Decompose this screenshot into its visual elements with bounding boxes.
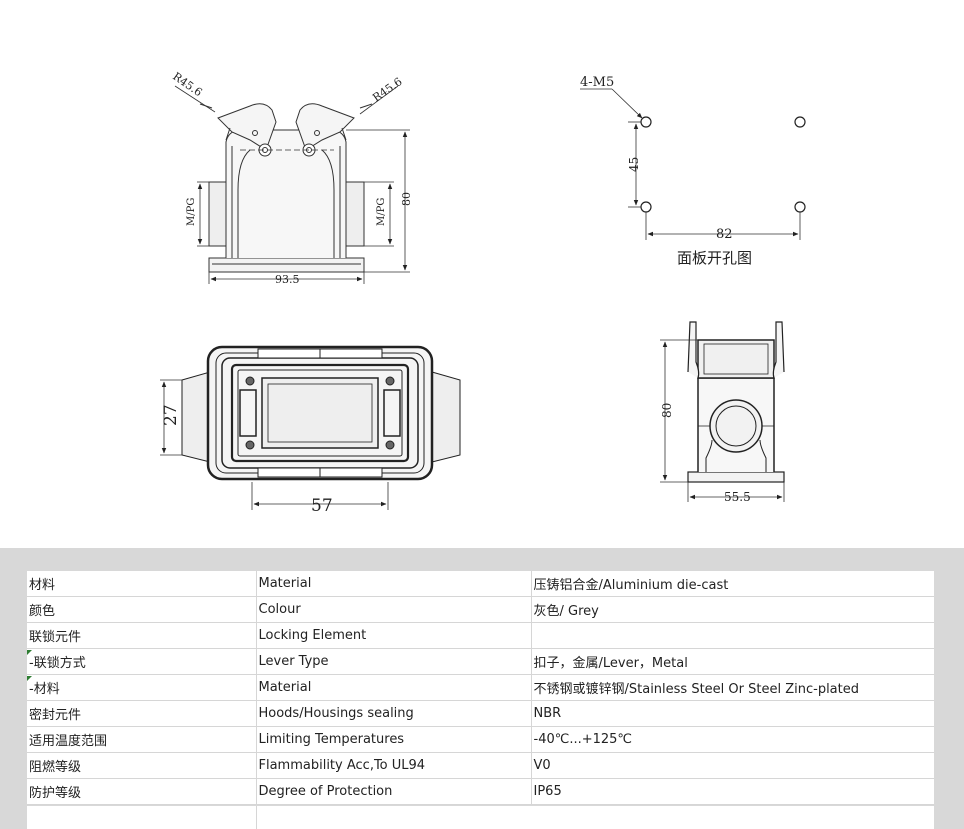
spec-value (531, 622, 934, 649)
side-height-label: 80 (660, 403, 674, 418)
panel-cutout-caption: 面板开孔图 (677, 249, 752, 267)
spec-label-cn: 密封元件 (27, 700, 257, 727)
spec-label-en: Flammability Acc,To UL94 (256, 752, 532, 779)
spec-value: -40℃...+125℃ (531, 726, 934, 753)
spec-label-en: Hoods/Housings sealing (256, 700, 532, 727)
front-view-dimensions (174, 85, 410, 284)
top-height-label: 27 (161, 404, 181, 426)
top-view (181, 345, 461, 481)
spec-value: V0 (531, 752, 934, 779)
spec-label-cn: 适用温度范围 (27, 726, 257, 753)
spec-label-cn: -联锁方式 (27, 648, 257, 675)
front-thread-left-label: M/PG (186, 198, 197, 226)
front-thread-right-label: M/PG (376, 198, 387, 226)
front-radius-left-label: R45.6 (170, 70, 204, 99)
front-height-label: 80 (400, 192, 413, 206)
spec-label-en: Colour (256, 596, 532, 623)
panel-horizontal-spacing-label: 82 (716, 227, 733, 242)
panel-cutout-dimensions (580, 88, 801, 240)
spec-label-cn: 防护等级 (27, 778, 257, 805)
spec-value: 灰色/ Grey (531, 596, 934, 623)
spec-label-cn: 颜色 (27, 596, 257, 623)
panel-vertical-spacing-label: 45 (627, 157, 641, 172)
side-view (687, 321, 785, 483)
spec-value: 不锈钢或镀锌钢/Stainless Steel Or Steel Zinc-pl… (531, 674, 934, 701)
spec-label-en: Locking Element (256, 622, 532, 649)
spec-label-cn: 阻燃等级 (27, 752, 257, 779)
spec-value: 扣子，金属/Lever，Metal (531, 648, 934, 675)
spec-label-en: Limiting Temperatures (256, 726, 532, 753)
spec-table-tail (27, 806, 934, 829)
spec-label-cn: 材料 (27, 571, 257, 597)
spec-label-cn: -材料 (27, 674, 257, 701)
spec-label-en: Degree of Protection (256, 778, 532, 805)
technical-drawing: R45.6 R45.6 M/PG M/PG 80 93.5 4-M5 45 82… (160, 70, 806, 516)
top-width-label: 57 (311, 496, 333, 516)
spec-label-en: Material (256, 674, 532, 701)
spec-label-en: Material (256, 571, 532, 597)
front-view (199, 103, 373, 273)
front-radius-right-label: R45.6 (370, 75, 404, 104)
panel-cutout-view (640, 116, 806, 213)
side-width-label: 55.5 (724, 490, 751, 504)
spec-label-cn: 联锁元件 (27, 622, 257, 649)
panel-holes-label: 4-M5 (580, 75, 614, 90)
front-width-label: 93.5 (275, 273, 300, 286)
spec-label-en: Lever Type (256, 648, 532, 675)
spec-value: NBR (531, 700, 934, 727)
spec-value: IP65 (531, 778, 934, 805)
side-view-dimensions (660, 339, 785, 502)
top-view-dimensions (160, 379, 389, 510)
spec-value: 压铸铝合金/Aluminium die-cast (531, 571, 934, 597)
